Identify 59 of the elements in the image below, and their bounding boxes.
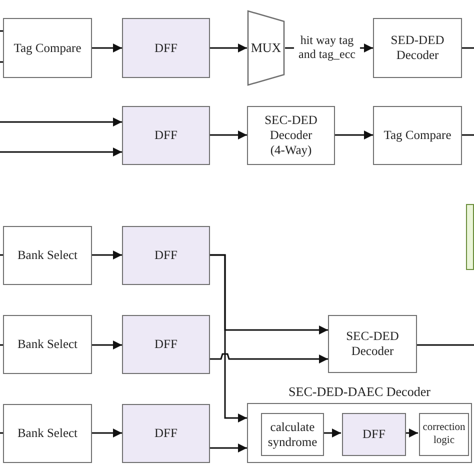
node-label: DFF bbox=[154, 128, 178, 143]
arrow bbox=[0, 148, 122, 156]
arrow bbox=[323, 428, 341, 438]
node-label: Tag Compare bbox=[14, 40, 82, 56]
connector-line bbox=[417, 344, 474, 346]
empty-box bbox=[466, 204, 474, 270]
node-label: Tag Compare bbox=[384, 128, 452, 143]
process-box bbox=[419, 413, 469, 456]
node-label: DFF bbox=[362, 427, 386, 442]
arrow bbox=[210, 254, 247, 422]
process-box bbox=[3, 404, 92, 463]
process-box bbox=[373, 106, 462, 165]
register-box bbox=[122, 226, 210, 285]
node-label: Bank Select bbox=[17, 337, 78, 352]
node-label: DFF bbox=[154, 426, 178, 441]
process-box bbox=[3, 18, 92, 78]
connector-line bbox=[0, 61, 3, 63]
edge-label: hit way tag and tag_ecc bbox=[294, 34, 360, 62]
node-label: SEC-DED Decoder bbox=[345, 329, 400, 359]
node-label: Bank Select bbox=[17, 426, 78, 441]
node-label: calculate syndrome bbox=[266, 420, 318, 450]
arrow bbox=[210, 130, 247, 140]
connector-line bbox=[462, 134, 474, 136]
node-label: DFF bbox=[154, 248, 178, 263]
arrow bbox=[335, 130, 373, 140]
process-box bbox=[373, 18, 462, 78]
register-box bbox=[342, 413, 406, 456]
process-box bbox=[247, 106, 335, 165]
connector-line bbox=[0, 30, 3, 32]
arrow bbox=[0, 118, 122, 126]
arrow bbox=[210, 444, 247, 452]
register-box bbox=[122, 315, 210, 374]
process-box bbox=[261, 413, 324, 456]
node-label: correction logic bbox=[422, 422, 466, 448]
process-box bbox=[3, 315, 92, 374]
mux-trapezoid bbox=[247, 10, 285, 86]
connector-line bbox=[0, 344, 3, 346]
connector-line bbox=[0, 254, 3, 256]
node-label: DFF bbox=[154, 337, 178, 352]
register-box bbox=[122, 18, 210, 78]
group-heading: SEC-DED-DAEC Decoder bbox=[288, 384, 432, 400]
node-label: SED-DED Decoder bbox=[390, 33, 446, 63]
arrow bbox=[92, 250, 122, 260]
node-label: MUX bbox=[250, 40, 282, 56]
arrow bbox=[92, 428, 122, 438]
arrow bbox=[92, 44, 122, 52]
process-box bbox=[328, 315, 417, 373]
connector-line bbox=[0, 432, 3, 434]
process-box bbox=[3, 226, 92, 285]
arrow bbox=[210, 44, 247, 52]
register-box bbox=[122, 106, 210, 165]
arrow bbox=[92, 340, 122, 350]
arrow bbox=[405, 428, 418, 438]
register-box bbox=[122, 404, 210, 463]
arrow bbox=[210, 353, 328, 364]
node-label: SEC-DED Decoder (4-Way) bbox=[264, 113, 318, 158]
node-label: DFF bbox=[154, 40, 178, 56]
node-label: Bank Select bbox=[17, 248, 78, 263]
connector-line bbox=[462, 47, 474, 49]
